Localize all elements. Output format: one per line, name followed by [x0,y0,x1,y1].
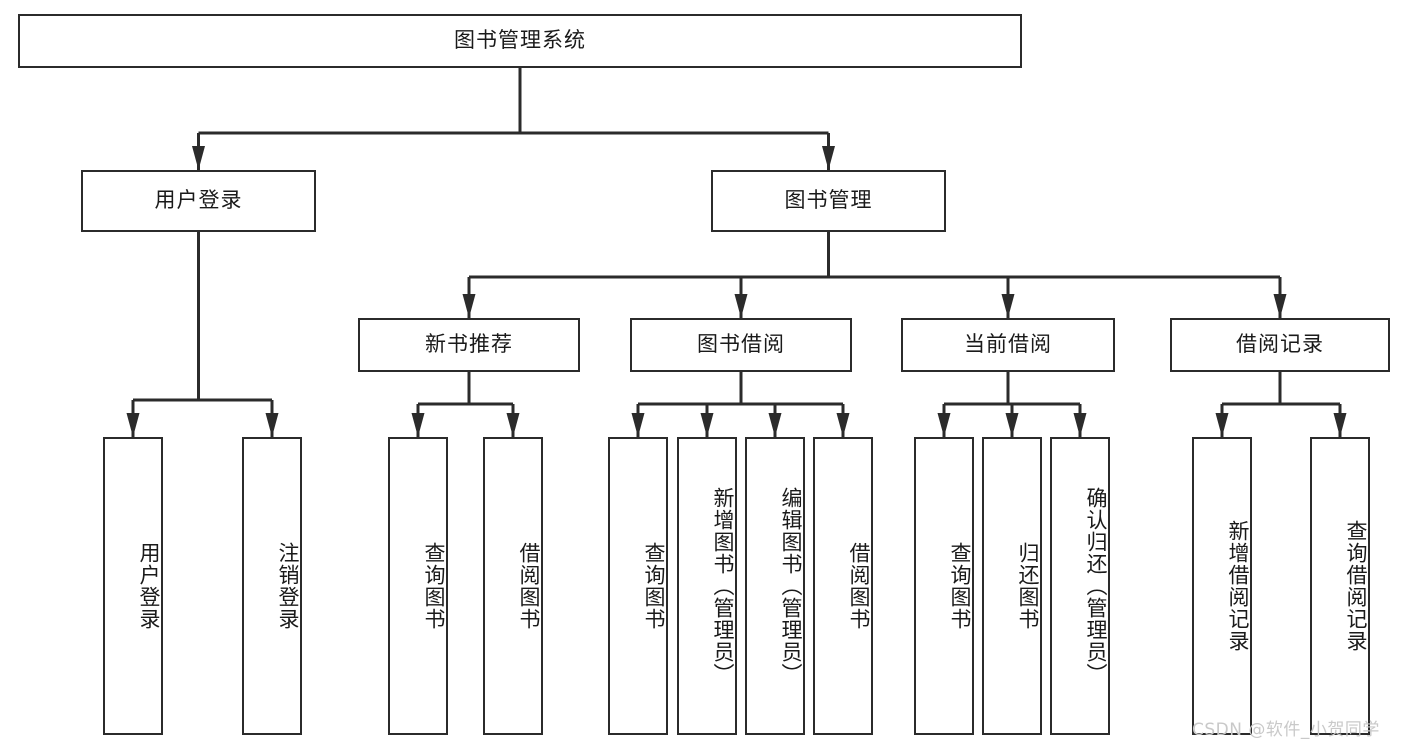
node-label: 图书管理 [784,188,873,213]
node-leaf_add_book[interactable]: 新增图书（管理员） [677,437,737,735]
node-label: 借阅图书 [517,542,541,630]
node-book_mgmt[interactable]: 图书管理 [711,170,946,232]
node-leaf_query_book_c[interactable]: 查询图书 [914,437,974,735]
node-label: 当前借阅 [964,332,1052,357]
node-leaf_return_book[interactable]: 归还图书 [982,437,1042,735]
node-label: 新增图书（管理员） [711,487,735,685]
node-label: 查询图书 [642,542,666,630]
node-label: 注销登录 [276,542,300,630]
arrowhead-icon [1001,294,1015,318]
node-root-system[interactable]: 图书管理系统 [18,14,1022,68]
arrowhead-icon [1073,413,1087,437]
node-borrow_record[interactable]: 借阅记录 [1170,318,1390,372]
node-user_login[interactable]: 用户登录 [81,170,316,232]
arrowhead-icon [734,294,748,318]
node-label: 编辑图书（管理员） [779,487,803,685]
node-leaf_user_login[interactable]: 用户登录 [103,437,163,735]
node-label: 借阅图书 [847,542,871,630]
arrowhead-icon [126,413,140,437]
node-leaf_edit_book[interactable]: 编辑图书（管理员） [745,437,805,735]
node-leaf_add_record[interactable]: 新增借阅记录 [1192,437,1252,735]
node-label: 确认归还（管理员） [1084,487,1108,685]
arrowhead-icon [822,146,835,170]
node-label: 归还图书 [1016,542,1040,630]
arrowhead-icon [631,413,645,437]
arrowhead-icon [1215,413,1229,437]
node-leaf_query_book_rec[interactable]: 查询图书 [388,437,448,735]
node-leaf_borrow_book_rec[interactable]: 借阅图书 [483,437,543,735]
node-leaf_user_logout[interactable]: 注销登录 [242,437,302,735]
arrowhead-icon [1005,413,1019,437]
arrowhead-icon [462,294,476,318]
arrowhead-icon [506,413,520,437]
node-label: 查询图书 [422,542,446,630]
node-leaf_confirm_return[interactable]: 确认归还（管理员） [1050,437,1110,735]
arrowhead-icon [1333,413,1347,437]
node-leaf_query_record[interactable]: 查询借阅记录 [1310,437,1370,735]
node-new_book_rec[interactable]: 新书推荐 [358,318,580,372]
arrowhead-icon [937,413,951,437]
arrowhead-icon [411,413,425,437]
node-label: 查询图书 [948,542,972,630]
node-leaf_query_book_b[interactable]: 查询图书 [608,437,668,735]
node-book_borrow[interactable]: 图书借阅 [630,318,852,372]
node-leaf_borrow_book_b[interactable]: 借阅图书 [813,437,873,735]
node-label: 查询借阅记录 [1344,520,1368,652]
node-label: 图书管理系统 [454,28,586,53]
arrowhead-icon [836,413,850,437]
arrowhead-icon [1273,294,1287,318]
node-label: 用户登录 [137,542,161,630]
arrowhead-icon [265,413,279,437]
node-current_borrow[interactable]: 当前借阅 [901,318,1115,372]
arrowhead-icon [700,413,714,437]
node-label: 图书借阅 [697,332,785,357]
node-label: 新增借阅记录 [1226,520,1250,652]
node-label: 借阅记录 [1236,332,1324,357]
watermark-label: CSDN @软件_小贺同学 [1192,720,1380,740]
arrowhead-icon [768,413,782,437]
arrowhead-icon [192,146,205,170]
node-label: 新书推荐 [425,332,513,357]
node-label: 用户登录 [154,188,243,213]
